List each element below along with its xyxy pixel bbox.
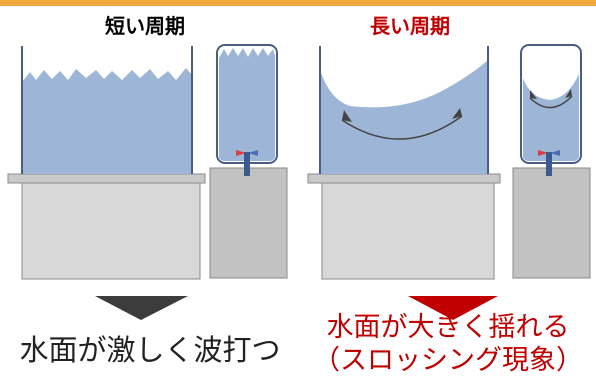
down-triangle-icon-left [95,296,188,320]
valve-icon [236,150,258,176]
caption-short-period: 水面が激しく波打つ [19,333,281,367]
small-tank-stand [209,167,288,279]
small-tank-water-choppy [219,48,275,161]
large-tank-outline [21,46,193,174]
small-tank-water-sloshing [523,74,579,161]
large-tank-stand-right [321,182,495,280]
large-tank-water-sloshing [320,60,488,174]
caption-long-period-line1: 水面が大きく揺れる [326,312,570,343]
caption-long-period-line2: （スロッシング現象） [313,345,583,376]
double-headed-arrow-icon-small [529,95,573,109]
valve-icon-right [538,150,560,176]
heading-short-period: 短い周期 [105,14,185,38]
down-triangle-icon-right [408,296,498,320]
double-headed-arrow-icon [341,115,463,140]
small-tank-stand-right [512,167,591,279]
top-accent-bar [0,0,596,6]
short-period-scene [7,44,288,280]
heading-long-period: 長い周期 [370,14,450,38]
large-tank-outline-right [319,46,489,174]
shelf-left [7,173,206,184]
large-tank-water-choppy [22,68,192,174]
long-period-scene [307,44,591,280]
shelf-right [307,173,501,184]
large-tank-stand [21,182,201,280]
